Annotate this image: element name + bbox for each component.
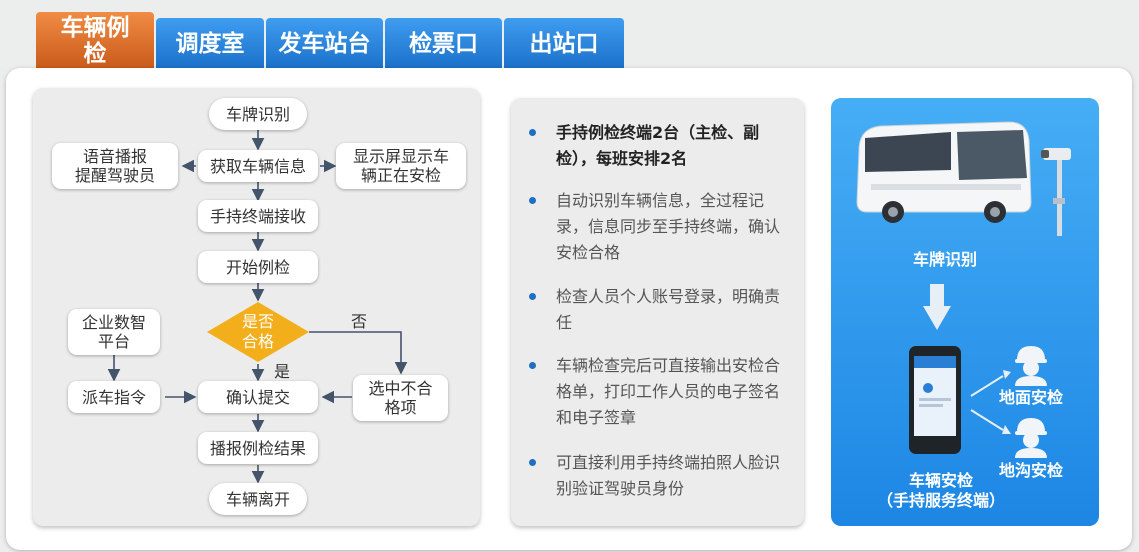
tab-label: 出站口	[529, 31, 599, 57]
handheld-receive-node: 手持终端接收	[198, 200, 318, 232]
start-inspection-node: 开始例检	[198, 251, 318, 283]
enterprise-platform-node: 企业数智 平台	[68, 309, 160, 355]
tab-bar: 车辆例检 调度室 发车站台 检票口 出站口	[36, 12, 636, 70]
pit-check-label: 地沟安检	[998, 461, 1063, 480]
tab-exit[interactable]: 出站口	[504, 18, 624, 70]
bullet-item: 可直接利用手持终端拍照人脸识别验证驾驶员身份	[529, 450, 789, 502]
bullet-item: 手持例检终端2台（主检、副检），每班安排2名	[529, 120, 789, 172]
worker-icon	[1015, 418, 1047, 458]
bullet-dot-icon	[529, 129, 536, 136]
tab-label: 调度室	[175, 31, 245, 57]
bullet-dot-icon	[529, 362, 536, 369]
flowchart-panel: 车牌识别 语音播报 提醒驾驶员 获取车辆信息 显示屏显示车 辆正在安检 手持终端…	[33, 88, 480, 526]
dispatch-order-node: 派车指令	[68, 381, 160, 413]
broadcast-result-node: 播报例检结果	[198, 432, 318, 464]
decision-label: 是否 合格	[241, 312, 274, 351]
tab-vehicle-inspection[interactable]: 车辆例检	[36, 12, 154, 70]
tab-dispatch-room[interactable]: 调度室	[156, 18, 264, 70]
tab-ticket-gate[interactable]: 检票口	[385, 18, 502, 70]
vehicle-leave-node: 车辆离开	[209, 483, 307, 515]
down-arrow-icon	[923, 284, 951, 330]
decision-diamond	[207, 302, 309, 362]
handheld-terminal-icon	[909, 346, 961, 454]
screen-display-node: 显示屏显示车 辆正在安检	[336, 143, 466, 189]
tab-departure-platform[interactable]: 发车站台	[266, 18, 383, 70]
bullet-item: 自动识别车辆信息，全过程记录，信息同步至手持终端，确认安检合格	[529, 188, 789, 266]
yes-label: 是	[274, 362, 291, 381]
voice-broadcast-node: 语音播报 提醒驾驶员	[52, 143, 178, 189]
bullet-dot-icon	[529, 197, 536, 204]
no-label: 否	[351, 312, 368, 331]
plate-recognition-label: 车牌识别	[912, 250, 977, 269]
equipment-illustration	[856, 121, 1071, 458]
tab-label: 车辆例检	[60, 15, 130, 67]
equipment-panel: 车牌识别 地面安检 地沟安检 车辆安检 （手持服务终端）	[831, 98, 1099, 526]
features-panel: 手持例检终端2台（主检、副检），每班安排2名 自动识别车辆信息，全过程记录，信息…	[511, 98, 804, 526]
camera-icon	[1041, 148, 1071, 236]
plate-recognition-node: 车牌识别	[209, 98, 307, 130]
bullet-dot-icon	[529, 293, 536, 300]
bullet-dot-icon	[529, 459, 536, 466]
confirm-submit-node: 确认提交	[198, 381, 318, 413]
flow-arrows	[107, 130, 408, 484]
select-failed-node: 选中不合 格项	[353, 375, 448, 421]
get-vehicle-info-node: 获取车辆信息	[198, 150, 318, 182]
bus-icon	[856, 121, 1032, 223]
bullet-item: 检查人员个人账号登录，明确责任	[529, 284, 789, 336]
tab-label: 发车站台	[278, 31, 371, 57]
terminal-label: 车辆安检 （手持服务终端）	[876, 471, 1005, 510]
ground-check-label: 地面安检	[998, 388, 1063, 407]
tab-label: 检票口	[409, 31, 478, 57]
worker-icon	[1015, 346, 1047, 386]
bullet-item: 车辆检查完后可直接输出安检合格单，打印工作人员的电子签名和电子签章	[529, 353, 789, 431]
